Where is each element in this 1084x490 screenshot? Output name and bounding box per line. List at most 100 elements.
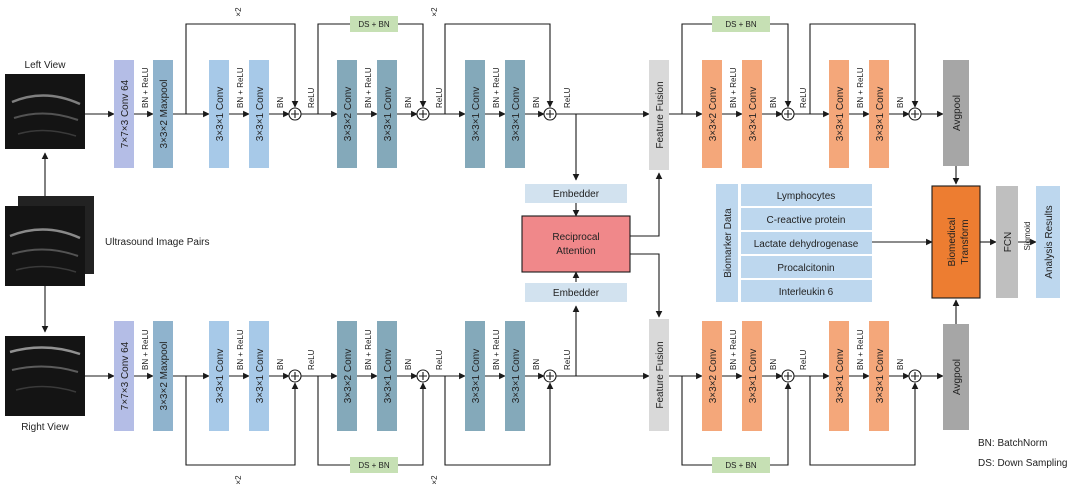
top-conv-d1-label: 3×3×2 Conv — [708, 87, 719, 142]
top-conv-b2 — [377, 60, 397, 168]
sigmoid-label: Sigmoid — [1023, 222, 1032, 251]
bot-avgpool — [943, 324, 969, 430]
top-conv-e1 — [829, 60, 849, 168]
top-maxpool-label: 3×3×2 Maxpool — [159, 80, 170, 149]
bot-conv-c1-label: 3×3×1 Conv — [471, 349, 482, 404]
bot-conv-e2 — [869, 321, 889, 431]
bot-bn-4: BN — [769, 359, 778, 370]
reciprocal-attention-label-2: Attention — [556, 246, 595, 257]
top-ds-bn-1 — [350, 16, 398, 32]
top-conv-d1 — [702, 60, 722, 168]
bot-relu-3: ReLU — [563, 349, 572, 370]
top-relu-2: ReLU — [435, 87, 444, 108]
left-view-label: Left View — [25, 60, 67, 71]
bot-conv-b1-label: 3×3×2 Conv — [343, 349, 354, 404]
bot-avgpool-label: Avgpool — [952, 359, 963, 395]
biomarker-item-label: Procalcitonin — [777, 263, 834, 274]
bottom-path — [85, 305, 944, 466]
add-node — [908, 107, 922, 121]
top-relu-3: ReLU — [563, 87, 572, 108]
top-blocks: 7×7×3 Conv 64 BN + ReLU 3×3×2 Maxpool 3×… — [114, 60, 969, 170]
analysis-results — [1036, 186, 1060, 298]
top-conv-e2 — [869, 60, 889, 168]
add-node — [288, 369, 302, 383]
legend-bn: BN: BatchNorm — [978, 438, 1047, 449]
fcn-label: FCN — [1003, 232, 1014, 253]
biomarker-item-label: Interleukin 6 — [779, 287, 834, 298]
top-conv-a2 — [249, 60, 269, 168]
bot-bn-5: BN — [896, 359, 905, 370]
bot-maxpool-label: 3×3×2 Maxpool — [159, 342, 170, 411]
top-bn-1: BN — [276, 97, 285, 108]
top-maxpool-block — [153, 60, 173, 168]
bot-conv-d2 — [742, 321, 762, 431]
top-conv7-block — [114, 60, 134, 168]
legend: BN: BatchNorm DS: Down Sampling — [978, 438, 1067, 469]
bot-bn-2: BN — [404, 359, 413, 370]
top-avgpool-label: Avgpool — [952, 95, 963, 131]
bottom-embedder — [525, 283, 627, 302]
add-node — [288, 107, 302, 121]
top-ds-bn-2 — [712, 16, 770, 32]
bot-conv-d2-label: 3×3×1 Conv — [748, 349, 759, 404]
top-bn-relu-3: BN + ReLU — [364, 67, 373, 108]
bot-conv-a2 — [249, 321, 269, 431]
top-feature-fusion-label: Feature Fusion — [655, 81, 666, 148]
pairs-label: Ultrasound Image Pairs — [105, 237, 210, 248]
bot-feature-fusion — [649, 319, 669, 431]
biomarker-item-label: C-reactive protein — [767, 215, 846, 226]
attention-group: Embedder Reciprocal Attention Embedder — [521, 184, 631, 302]
add-node — [416, 369, 430, 383]
bot-conv-c2-label: 3×3×1 Conv — [511, 349, 522, 404]
bot-x2-1: ×2 — [234, 475, 243, 485]
add-node — [908, 369, 922, 383]
top-conv-e2-label: 3×3×1 Conv — [875, 87, 886, 142]
reciprocal-attention — [521, 215, 631, 273]
top-conv-b1-label: 3×3×2 Conv — [343, 87, 354, 142]
pair-image-front — [5, 206, 85, 286]
bot-conv-e2-label: 3×3×1 Conv — [875, 349, 886, 404]
bot-bn-3: BN — [532, 359, 541, 370]
top-conv-d2 — [742, 60, 762, 168]
biomarker-item — [741, 208, 872, 230]
bot-x2-2: ×2 — [430, 475, 439, 485]
top-conv-c2 — [505, 60, 525, 168]
bot-relu-1: ReLU — [307, 349, 316, 370]
add-node — [781, 107, 795, 121]
top-relu-1: ReLU — [307, 87, 316, 108]
bot-conv-b1 — [337, 321, 357, 431]
biomarker-title-block — [716, 184, 738, 302]
biomedical-transform — [931, 185, 981, 299]
analysis-results-label: Analysis Results — [1044, 205, 1055, 278]
bot-conv7-block — [114, 321, 134, 431]
top-bn-4: BN — [769, 97, 778, 108]
bot-relu-2: ReLU — [435, 349, 444, 370]
biomarker-item — [741, 232, 872, 254]
top-conv-c1 — [465, 60, 485, 168]
top-embedder — [525, 184, 627, 203]
legend-ds: DS: Down Sampling — [978, 458, 1067, 469]
top-conv-b2-label: 3×3×1 Conv — [383, 87, 394, 142]
bot-bn-relu-5: BN + ReLU — [729, 329, 738, 370]
bot-bn-relu-4: BN + ReLU — [492, 329, 501, 370]
biomarker-title: Biomarker Data — [723, 208, 734, 278]
top-relu-4: ReLU — [799, 87, 808, 108]
biomedical-transform-label-1: Biomedical — [947, 218, 958, 267]
bot-feature-fusion-label: Feature Fusion — [655, 341, 666, 408]
top-ds-bn-1-label: DS + BN — [358, 20, 390, 29]
top-conv-a1-label: 3×3×1 Conv — [215, 87, 226, 142]
left-view-group: Left View — [5, 60, 85, 149]
top-bn-5: BN — [896, 97, 905, 108]
bot-ds-bn-2-label: DS + BN — [725, 461, 757, 470]
right-view-label: Right View — [21, 422, 69, 433]
bot-ds-bn-2 — [712, 457, 770, 473]
bot-conv-c1 — [465, 321, 485, 431]
bot-conv7-label: 7×7×3 Conv 64 — [120, 341, 131, 410]
top-conv-c2-label: 3×3×1 Conv — [511, 87, 522, 142]
ultrasound-pair-group: Ultrasound Image Pairs — [5, 196, 210, 286]
add-nodes — [288, 107, 922, 383]
add-node — [781, 369, 795, 383]
bot-relu-4: ReLU — [799, 349, 808, 370]
right-view-group: Right View — [5, 336, 85, 433]
